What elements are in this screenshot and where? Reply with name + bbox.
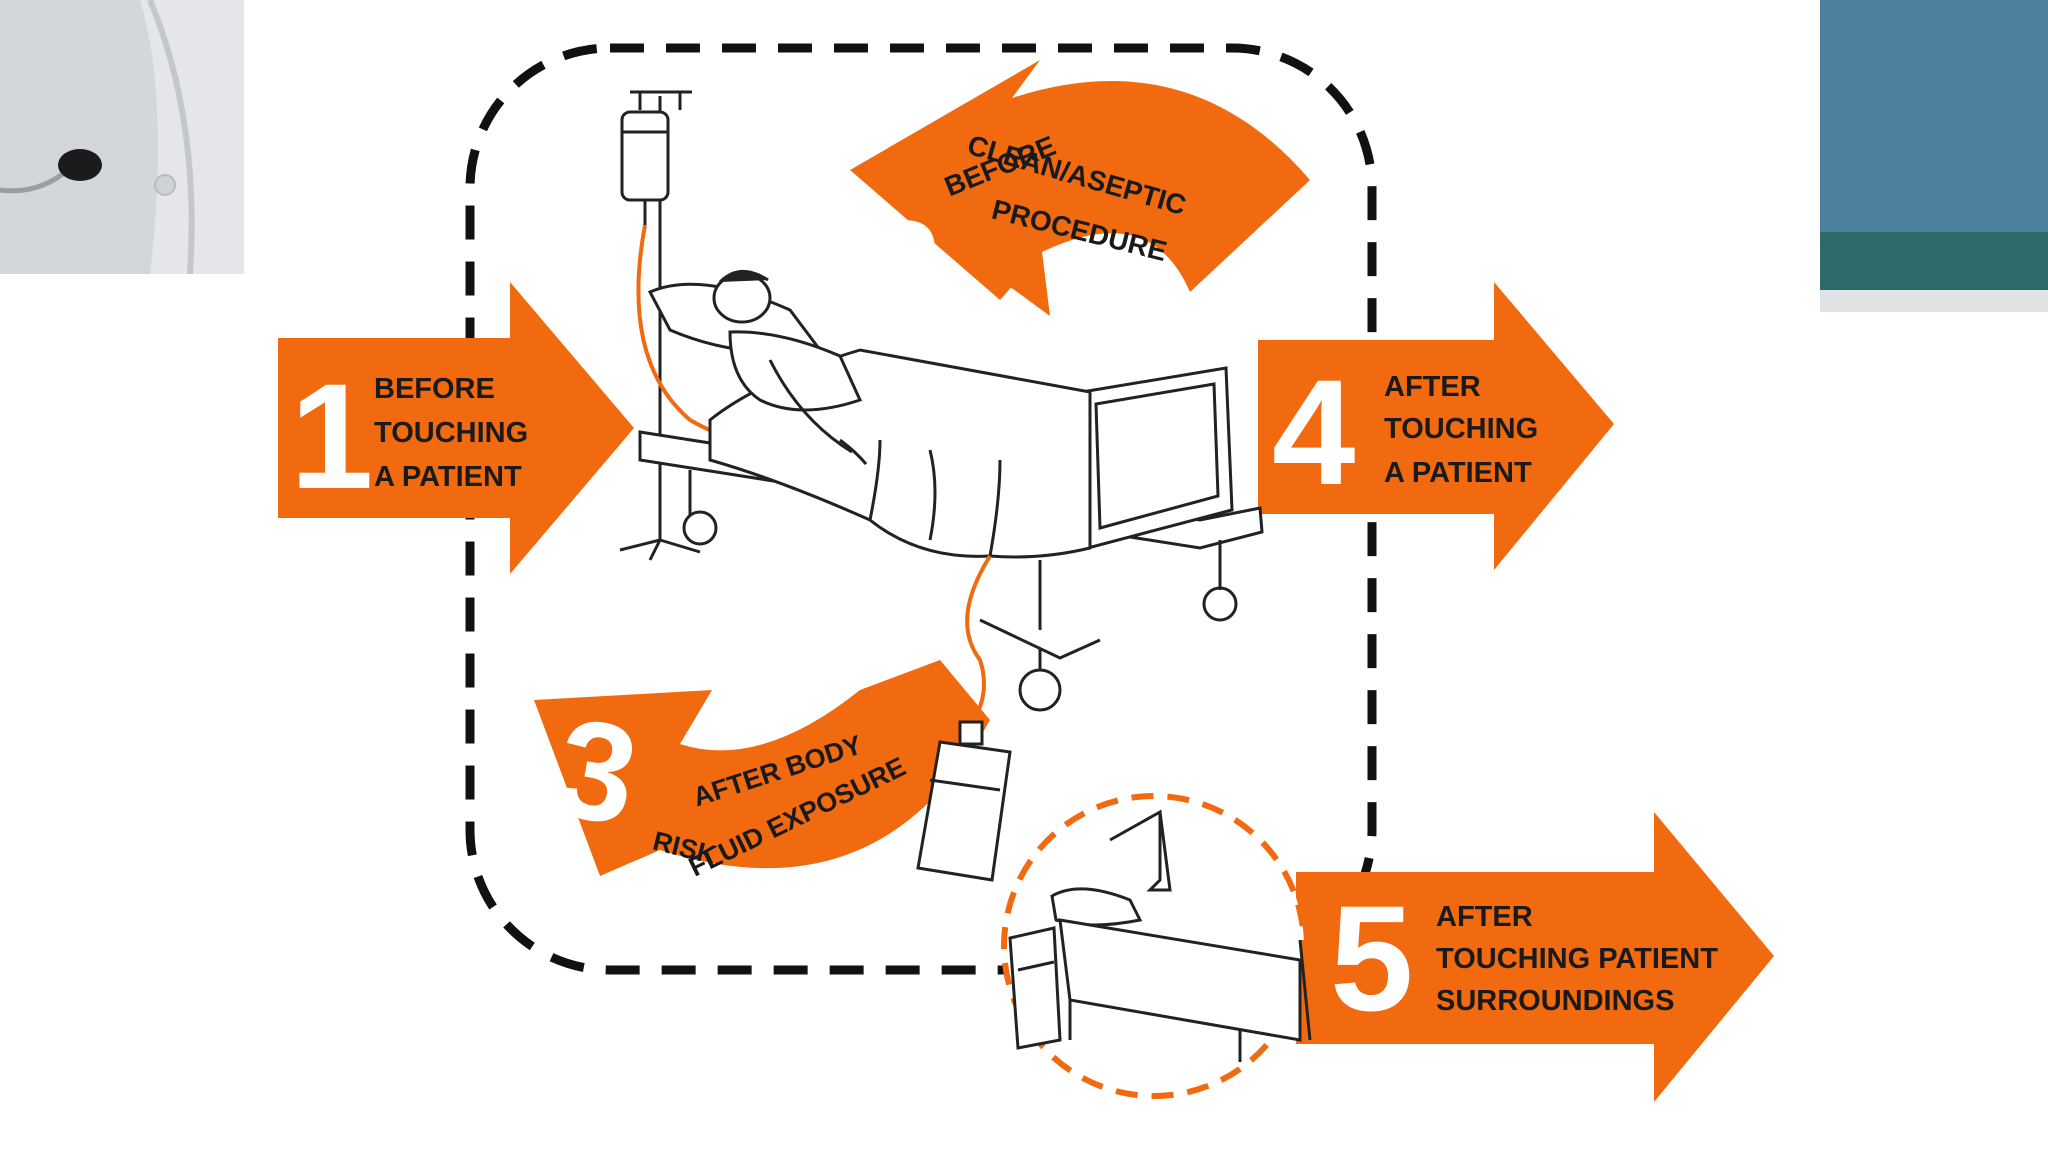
moment-3-arrow — [534, 660, 990, 876]
moment-5-arrow — [1296, 812, 1774, 1102]
stethoscope-icon — [58, 149, 102, 181]
drainage-bag-icon — [916, 554, 1012, 882]
patient-bed-icon — [638, 270, 1264, 712]
moment-4-number: 4 — [1272, 348, 1355, 516]
moment-1-label-line-2: TOUCHING — [374, 417, 528, 449]
moment-4-label-line-1: AFTER — [1384, 371, 1481, 403]
patient-surroundings-icon — [1001, 793, 1312, 1099]
doctor-photo — [0, 0, 244, 275]
moment-1-label-line-3: A PATIENT — [374, 461, 522, 493]
moment-5-label-line-1: AFTER — [1436, 901, 1533, 933]
moment-4-label-line-2: TOUCHING — [1384, 413, 1538, 445]
moment-1-number: 1 — [290, 352, 373, 520]
moment-1-label-line-1: BEFORE — [374, 373, 495, 405]
moment-5-label-line-3: SURROUNDINGS — [1436, 985, 1674, 1017]
moment-5-number: 5 — [1330, 874, 1413, 1042]
moment-5-label-line-2: TOUCHING PATIENT — [1436, 943, 1718, 975]
moment-4-label-line-3: A PATIENT — [1384, 457, 1532, 489]
slide-header-decoration — [1820, 0, 2048, 312]
moment-4-arrow — [1258, 282, 1614, 570]
moment-1-arrow — [278, 282, 634, 574]
moment-2-arrow — [850, 60, 1310, 316]
